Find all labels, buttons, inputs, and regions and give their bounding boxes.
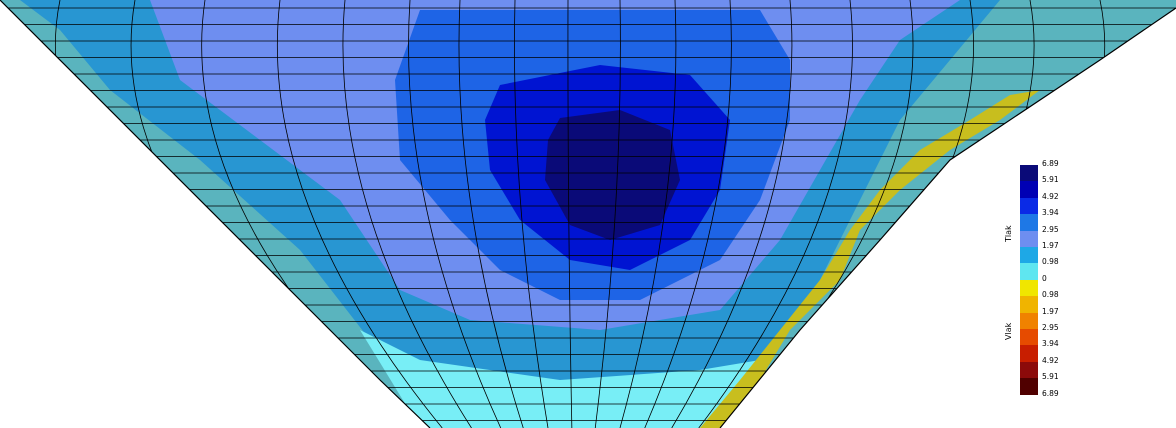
legend-tick-label: 0: [1042, 273, 1047, 283]
legend-upper-label: Tlak: [1004, 225, 1013, 242]
color-legend: 6.89 5.91 4.92 3.94 2.95 1.97 0.98 0 0.98 1.97 2.9…: [1004, 159, 1068, 410]
legend-swatch: [1020, 361, 1038, 379]
legend-tick-label: 6.89: [1042, 159, 1059, 168]
legend-swatch: [1020, 329, 1038, 346]
legend-swatch: [1020, 181, 1038, 198]
mesh-vertical-line: [514, 0, 549, 428]
legend-tick-label: 3.94: [1042, 208, 1059, 218]
legend-swatch: [1020, 230, 1038, 247]
legend-swatch: [1020, 378, 1038, 395]
legend-tick-label: 1.97: [1042, 306, 1059, 316]
legend-tick-label: 6.89: [1042, 388, 1059, 398]
legend-swatch: [1020, 247, 1038, 264]
legend-swatch: [1020, 214, 1038, 231]
legend-tick-label: 0.98: [1042, 257, 1059, 267]
legend-tick-label: 5.91: [1042, 372, 1059, 382]
mesh-vertical-line: [698, 0, 853, 428]
legend-tick-label: 2.95: [1042, 224, 1059, 234]
legend-tick-label: 5.91: [1042, 175, 1059, 185]
legend-swatch: [1020, 345, 1038, 362]
contour-navy: [545, 110, 680, 240]
legend-tick-label: 1.97: [1042, 241, 1059, 250]
legend-tick-label: 4.92: [1042, 355, 1059, 365]
legend-lower-label: Vlak: [1004, 322, 1013, 340]
legend-tick-label: 0.98: [1042, 290, 1059, 300]
legend-swatch: [1020, 296, 1038, 313]
legend-swatch: [1020, 312, 1038, 329]
mesh-vertical-line: [619, 0, 677, 428]
legend-tick-label: 3.94: [1042, 339, 1059, 349]
legend-tick-label: 4.92: [1042, 191, 1059, 201]
contour-yellow-band: [700, 90, 1040, 428]
mesh-vertical-line: [277, 0, 443, 428]
legend-swatch: [1020, 263, 1038, 280]
mesh-vertical-line: [594, 0, 621, 428]
contour-light-cyan: [360, 330, 760, 428]
mesh-vertical-line: [458, 0, 524, 428]
legend-swatch: [1020, 279, 1038, 297]
mesh-vertical-line: [342, 0, 472, 428]
mesh-vertical-line: [408, 0, 502, 428]
mesh-vertical-line: [567, 0, 573, 428]
legend-swatch: [1020, 197, 1038, 215]
legend-swatch: [1020, 165, 1038, 182]
mesh-vertical-line: [671, 0, 793, 428]
legend-tick-label: 2.95: [1042, 323, 1059, 332]
mesh-vertical-line: [644, 0, 732, 428]
